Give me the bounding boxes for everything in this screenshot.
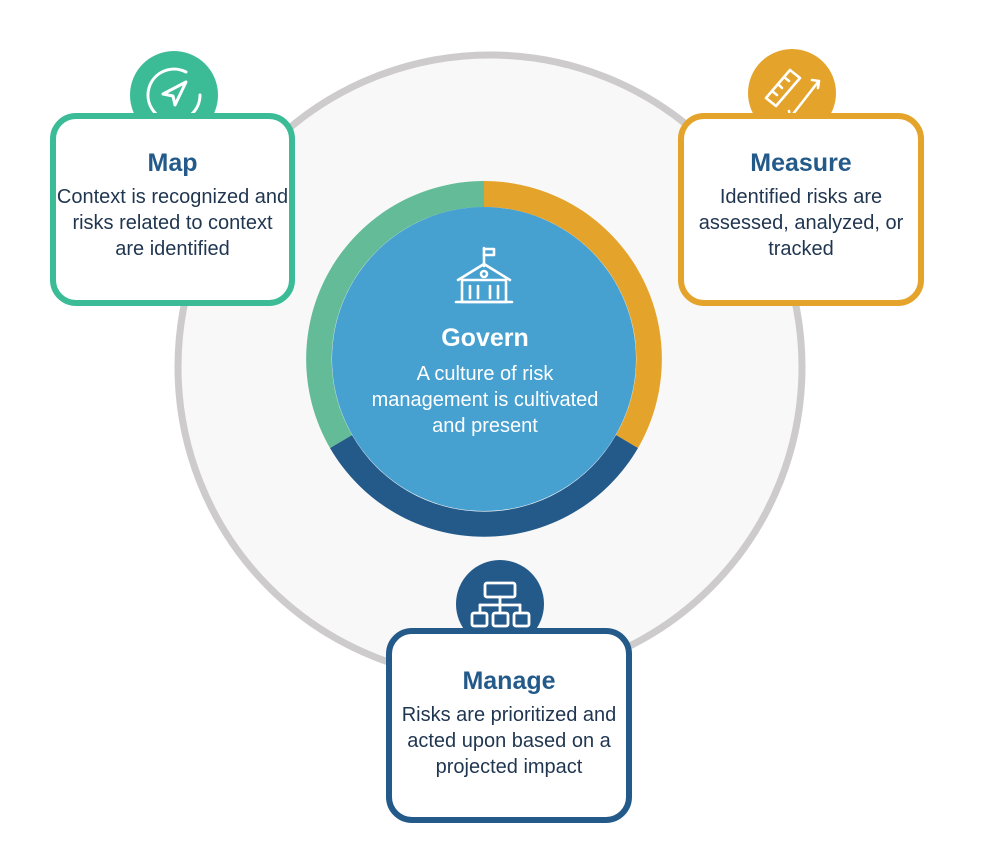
manage-title: Manage (462, 667, 556, 695)
map-title: Map (147, 149, 198, 177)
measure-card: Measure Identified risks are assessed, a… (678, 113, 924, 306)
hierarchy-icon (470, 581, 531, 628)
map-card: Map Context is recognized and risks rela… (50, 113, 295, 306)
schoolhouse-icon (454, 246, 514, 304)
navigation-arrow-icon (146, 67, 202, 123)
map-description: Context is recognized and risks related … (56, 186, 289, 260)
measure-arc (484, 181, 662, 448)
govern-title: Govern (441, 324, 529, 352)
manage-card: Manage Risks are prioritized and acted u… (386, 628, 632, 823)
manage-description: Risks are prioritized and acted upon bas… (401, 704, 617, 778)
govern-circle (332, 207, 636, 511)
govern-description: A culture of risk management is cultivat… (371, 363, 599, 437)
manage-arc (330, 435, 638, 537)
map-arc (306, 181, 484, 448)
measure-description: Identified risks are assessed, analyzed,… (698, 186, 904, 260)
govern-text: Govern A culture of risk management is c… (360, 324, 610, 439)
measure-title: Measure (750, 149, 852, 177)
